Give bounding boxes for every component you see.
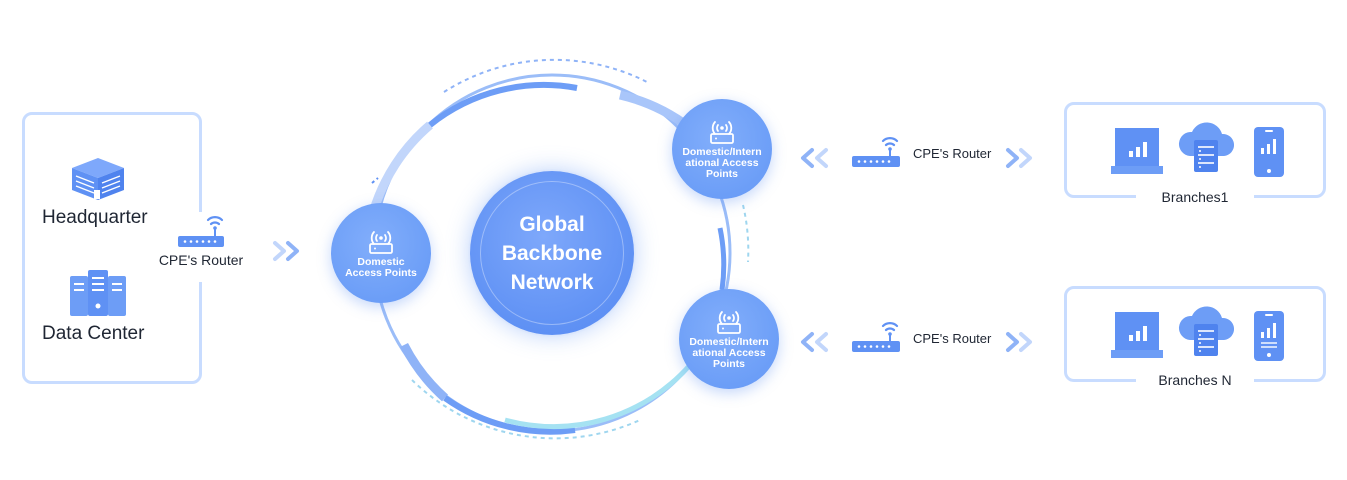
datacenter-label: Data Center bbox=[42, 323, 145, 344]
laptop-chart-icon bbox=[1111, 128, 1163, 174]
access-point-international-top: Domestic/Intern ational Access Points bbox=[672, 99, 772, 199]
laptop-chart-icon bbox=[1111, 312, 1163, 358]
cloud-server-icon bbox=[1179, 306, 1234, 356]
backbone-inner-ring bbox=[480, 181, 624, 325]
branch-n-label: Branches N bbox=[1136, 372, 1254, 392]
global-backbone-network: Global Backbone Network bbox=[470, 171, 634, 335]
chevron-right-icon bbox=[1006, 148, 1032, 168]
backbone-title: Global Backbone Network bbox=[501, 212, 603, 294]
cpe-router-top-label: CPE's Router bbox=[913, 146, 992, 161]
chevron-right-icon bbox=[273, 241, 299, 261]
branch-1-label: Branches1 bbox=[1136, 189, 1254, 209]
server-rack-icon bbox=[70, 270, 126, 316]
wifi-router-icon bbox=[178, 216, 224, 247]
wifi-router-icon bbox=[710, 121, 734, 144]
wifi-router-icon bbox=[852, 137, 900, 167]
access-point-domestic-label: Domestic Access Points bbox=[345, 255, 417, 279]
wifi-router-icon bbox=[369, 230, 393, 254]
chevron-right-icon bbox=[1006, 332, 1032, 352]
headquarter-label: Headquarter bbox=[42, 207, 148, 228]
cpe-router-left-label: CPE's Router bbox=[158, 252, 244, 268]
cpe-router-bottom-label: CPE's Router bbox=[913, 331, 992, 346]
cpe-router-left: CPE's Router bbox=[148, 212, 254, 282]
cloud-server-icon bbox=[1179, 122, 1234, 172]
chevron-left-icon bbox=[801, 148, 828, 168]
access-point-international-bottom: Domestic/Intern ational Access Points bbox=[679, 289, 779, 389]
wifi-router-icon bbox=[852, 322, 900, 352]
access-point-bottom-label: Domestic/Intern ational Access Points bbox=[689, 336, 769, 370]
access-point-domestic: Domestic Access Points bbox=[331, 203, 431, 303]
building-icon bbox=[72, 158, 124, 200]
mobile-chart-icon bbox=[1254, 311, 1284, 361]
wifi-router-icon bbox=[717, 311, 741, 334]
chevron-left-icon bbox=[801, 332, 828, 352]
access-point-top-label: Domestic/Intern ational Access Points bbox=[682, 146, 762, 180]
mobile-chart-icon bbox=[1254, 127, 1284, 177]
